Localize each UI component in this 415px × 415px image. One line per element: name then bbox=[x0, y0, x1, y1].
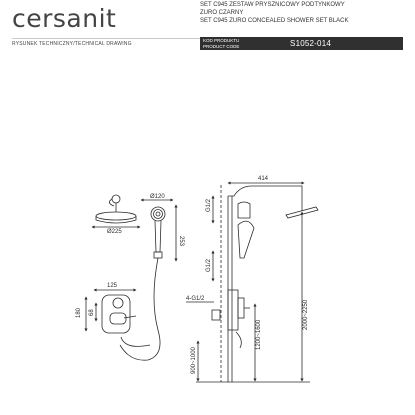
height-head-label: 2000~2250 bbox=[303, 299, 309, 330]
thread-top-label: G1/2 bbox=[206, 198, 212, 212]
hand-height-label: 253 bbox=[178, 236, 184, 247]
head-diameter-label: Ø225 bbox=[107, 229, 122, 235]
mixer-front: 125 180 68 bbox=[76, 283, 137, 334]
brand-logo: cersanit bbox=[12, 4, 117, 33]
thread-inlet-label: 4-G1/2 bbox=[186, 296, 205, 302]
hand-shower-front: Ø120 253 bbox=[140, 194, 184, 262]
thread-mid-label: G1/2 bbox=[206, 258, 212, 272]
product-name-pl-1: SET C945 ZESTAW PRYSZNICOWY PODTYNKOWY bbox=[200, 2, 345, 8]
shower-hose bbox=[119, 257, 161, 361]
mixer-width-label: 125 bbox=[107, 283, 118, 289]
mixer-height-label: 180 bbox=[76, 307, 82, 318]
mixer-depth-label: 68 bbox=[89, 309, 95, 316]
height-mixer-label: 1200~1600 bbox=[256, 319, 262, 350]
head-shower-front: Ø225 bbox=[91, 194, 141, 235]
hand-diameter-label: Ø120 bbox=[150, 194, 165, 200]
product-code-value: S1052-014 bbox=[290, 39, 331, 48]
product-name-en: SET C945 ZURO CONCEALED SHOWER SET BLACK bbox=[200, 18, 349, 24]
product-name-pl-2: ZURO CZARNY bbox=[200, 10, 244, 16]
height-outlet-label: 900~1000 bbox=[191, 346, 197, 374]
drawing-subtitle: RYSUNEK TECHNICZNY/TECHNICAL DRAWING bbox=[12, 41, 132, 47]
side-view: 414 G1/2 G1/2 4-G1/2 2000~2250 1200~1600… bbox=[186, 176, 319, 383]
arm-length-label: 414 bbox=[258, 176, 269, 182]
hose-loop bbox=[120, 336, 151, 347]
